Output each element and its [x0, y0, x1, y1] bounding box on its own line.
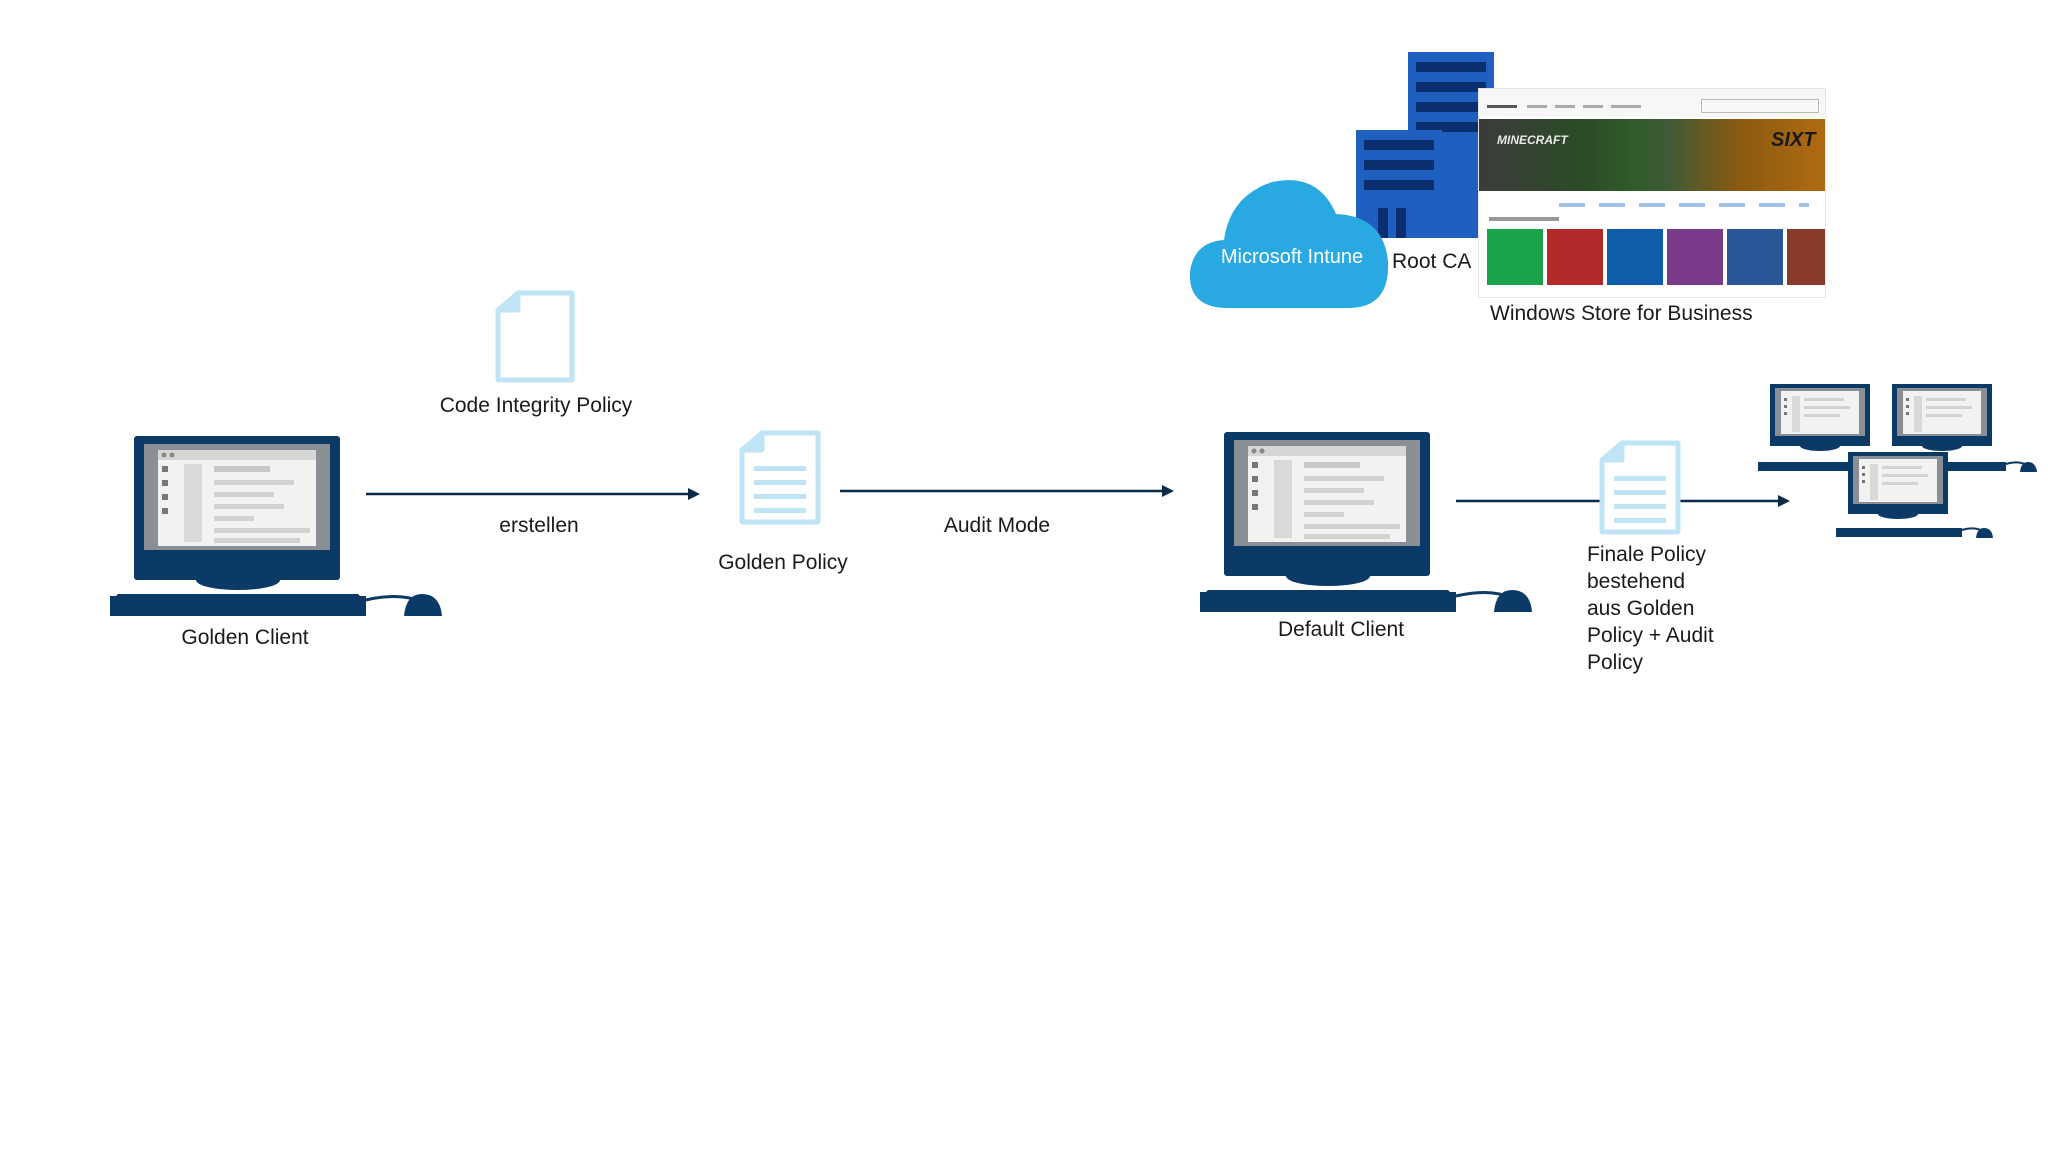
code-integrity-policy-label: Code Integrity Policy [439, 394, 633, 417]
golden-policy-label: Golden Policy [718, 551, 848, 574]
create-edge-label: erstellen [499, 514, 579, 537]
blank-document-icon [494, 290, 578, 384]
app-tile [1667, 229, 1723, 285]
client-group-computer [1836, 452, 1996, 540]
final-policy-line: Policy + Audit [1587, 624, 1714, 647]
arrow-audit-mode [840, 482, 1176, 500]
store-section-heading [1489, 217, 1559, 221]
audit-mode-edge-label: Audit Mode [943, 514, 1051, 537]
store-banner: MINECRAFT SIXT [1479, 119, 1825, 191]
final-policy-document-icon [1598, 440, 1684, 536]
store-search-box [1701, 99, 1819, 113]
default-client-label: Default Client [1277, 618, 1405, 641]
default-client-computer [1200, 432, 1540, 616]
store-topbar [1479, 89, 1825, 117]
microsoft-intune-label: Microsoft Intune [1220, 246, 1364, 268]
app-tile [1547, 229, 1603, 285]
arrow-create [366, 485, 702, 503]
final-policy-line: Finale Policy [1587, 543, 1707, 566]
app-tile [1487, 229, 1543, 285]
windows-store-screenshot: MINECRAFT SIXT [1478, 88, 1826, 298]
final-policy-line: Policy [1587, 651, 1644, 674]
lined-document-icon [738, 430, 824, 526]
client-group-computer [1758, 384, 1878, 474]
final-policy-label: Finale Policy bestehend aus Golden Polic… [1587, 541, 1747, 676]
final-policy-line: bestehend [1587, 570, 1686, 593]
final-policy-line: aus Golden [1587, 597, 1695, 620]
app-tile [1727, 229, 1783, 285]
app-tile [1787, 229, 1825, 285]
minecraft-banner-text: MINECRAFT [1497, 133, 1568, 147]
windows-store-label: Windows Store for Business [1490, 302, 1753, 325]
cloud-icon [1188, 176, 1392, 312]
sixt-logo-text: SIXT [1771, 129, 1816, 151]
app-tile [1607, 229, 1663, 285]
golden-client-label: Golden Client [181, 626, 309, 649]
store-subnav [1559, 203, 1809, 207]
golden-client-computer [110, 436, 450, 620]
root-ca-label: Root CA [1392, 250, 1472, 273]
